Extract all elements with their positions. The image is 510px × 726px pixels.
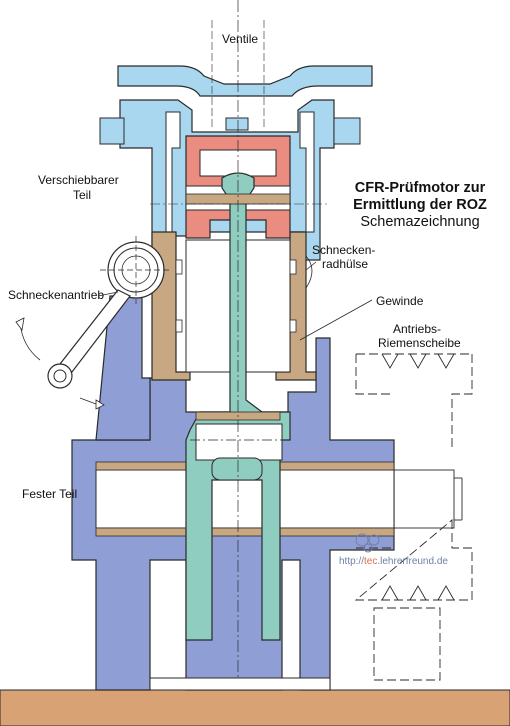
head-flange-right: [333, 117, 361, 145]
ground-base: [0, 689, 510, 726]
bearing-lower: [95, 527, 395, 537]
head-flange-left: [99, 117, 125, 145]
diagram-title: CFR-Prüfmotor zur Ermittlung der ROZ Sch…: [334, 180, 506, 231]
crank-pin-box: [195, 423, 283, 461]
bottom-plate: [149, 677, 331, 691]
crank-knob: [47, 363, 73, 389]
worm-crank-handle: [59, 289, 131, 373]
label-fester-teil: Fester Teil: [22, 487, 78, 501]
intake-pipe: [117, 65, 373, 97]
label-radhuelse: radhülse: [322, 257, 369, 271]
leader-gewinde: [299, 299, 373, 341]
title-line-2: Ermittlung der ROZ: [353, 197, 487, 213]
valve-guide: [225, 117, 249, 131]
watermark-suffix: .lehrerfreund.de: [377, 556, 448, 567]
watermark-prefix: http://: [339, 556, 365, 567]
label-antriebs: Antriebs-: [393, 322, 442, 336]
pulley-shaft: [393, 469, 463, 529]
label-gewinde: Gewinde: [376, 294, 424, 308]
rotation-arrow: [19, 321, 41, 361]
title-line-1: CFR-Prüfmotor zur: [354, 180, 486, 196]
leader-schneckenantrieb: [97, 291, 119, 297]
watermark-highlight: tec: [364, 556, 378, 567]
label-verschiebbarer-teil: Teil: [73, 188, 92, 202]
label-verschiebbarer: Verschiebbarer: [38, 173, 119, 187]
rod-cap: [211, 457, 263, 481]
pulley-grooves: [381, 353, 455, 601]
label-schneckenantrieb: Schneckenantrieb: [8, 288, 105, 302]
label-riemenscheibe: Riemenscheibe: [378, 336, 461, 350]
watermark-gear-icon: [355, 533, 380, 553]
watermark-url: http://tec.lehrerfreund.de: [339, 556, 448, 567]
title-line-3: Schemazeichnung: [360, 214, 480, 230]
leader-schnecken: [305, 261, 317, 271]
label-ventile: Ventile: [222, 32, 259, 46]
label-schnecken: Schnecken-: [312, 243, 376, 257]
pulley-outline: [354, 353, 473, 681]
